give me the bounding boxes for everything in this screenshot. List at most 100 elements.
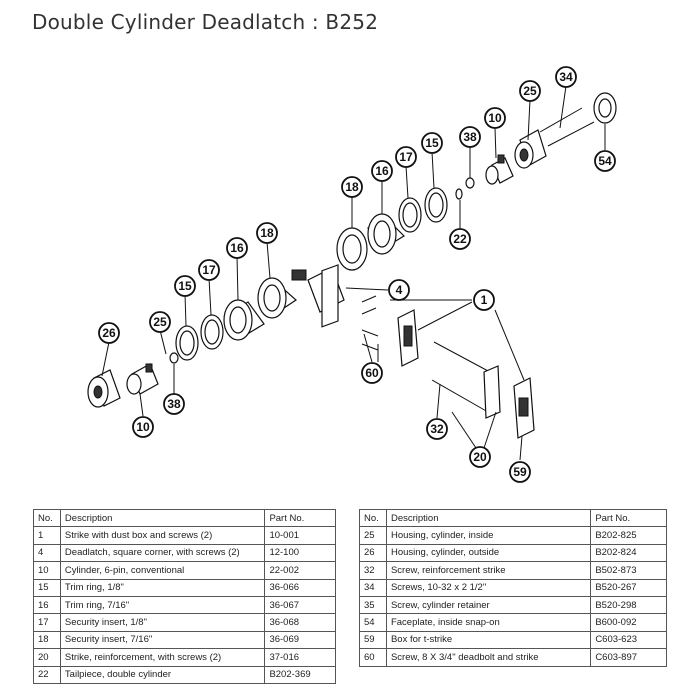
cell-part-no: B202-369: [264, 665, 336, 684]
cell-description: Deadlatch, square corner, with screws (2…: [59, 543, 266, 563]
callout-32: 32: [426, 418, 448, 440]
faceplate-54-part: [593, 92, 617, 124]
callout-10-inside: 10: [484, 107, 506, 129]
cell-description: Cylinder, 6-pin, conventional: [59, 561, 266, 580]
header-no: No.: [33, 508, 61, 528]
cylinder-10-lower-part: [126, 363, 159, 395]
housing-26-outside-part: [87, 369, 121, 408]
cell-no: 59: [359, 630, 387, 650]
trim-ring-16-lower-part: [223, 299, 265, 341]
header-part-no: Part No.: [590, 508, 667, 528]
cell-no: 4: [33, 543, 61, 563]
exploded-diagram: 34 25 10 38 54 15 17 16 18 22 18 16 17 1…: [87, 66, 617, 483]
cell-part-no: B520-267: [590, 578, 667, 597]
callout-22: 22: [449, 228, 471, 250]
cell-no: 17: [33, 613, 61, 632]
cell-no: 20: [33, 648, 61, 667]
callout-60: 60: [361, 362, 383, 384]
housing-25-inside-part: [514, 129, 547, 169]
callout-10-lower: 10: [132, 416, 154, 438]
svg-text:25: 25: [523, 84, 537, 98]
cell-description: Housing, cylinder, outside: [385, 543, 592, 563]
cell-part-no: C603-897: [590, 648, 667, 667]
header-part-no: Part No.: [264, 508, 336, 528]
trim-ring-16-upper-part: [367, 213, 405, 255]
cell-part-no: 12-100: [264, 543, 336, 563]
cell-part-no: B202-825: [590, 526, 667, 545]
cell-no: 60: [359, 648, 387, 667]
svg-text:26: 26: [102, 326, 116, 340]
cell-description: Faceplate, inside snap-on: [385, 613, 592, 632]
cell-no: 32: [359, 561, 387, 580]
callout-25-inside: 25: [519, 80, 541, 102]
header-no: No.: [359, 508, 387, 528]
svg-text:16: 16: [375, 164, 389, 178]
callout-20: 20: [469, 446, 491, 468]
cell-part-no: B502-873: [590, 561, 667, 580]
cell-description: Tailpiece, double cylinder: [59, 665, 266, 684]
cell-description: Screw, cylinder retainer: [385, 595, 592, 615]
cell-part-no: 22-002: [264, 561, 336, 580]
svg-text:15: 15: [178, 279, 192, 293]
callout-16-upper: 16: [371, 160, 393, 182]
cell-description: Screw, reinforcement strike: [385, 561, 592, 580]
deadlatch-4-part: [291, 264, 345, 328]
svg-text:22: 22: [453, 232, 467, 246]
table-header-row: No. Description Part No.: [33, 508, 336, 528]
cell-no: 16: [33, 595, 61, 615]
svg-text:20: 20: [473, 450, 487, 464]
callout-25-lower: 25: [149, 311, 171, 333]
cell-no: 34: [359, 578, 387, 597]
callout-59: 59: [509, 461, 531, 483]
svg-text:16: 16: [230, 241, 244, 255]
callout-18-upper: 18: [341, 176, 363, 198]
svg-text:60: 60: [365, 366, 379, 380]
svg-text:15: 15: [425, 136, 439, 150]
cell-description: Security insert, 7/16": [59, 630, 266, 650]
callout-18-lower: 18: [256, 222, 278, 244]
cell-part-no: 36-068: [264, 613, 336, 632]
cell-description: Housing, cylinder, inside: [385, 526, 592, 545]
header-description: Description: [59, 508, 266, 528]
cell-description: Trim ring, 1/8": [59, 578, 266, 597]
security-insert-17-lower-part: [200, 314, 224, 350]
trim-ring-15-lower-part: [175, 325, 199, 361]
svg-text:10: 10: [488, 111, 502, 125]
reinforcement-screws-32-part: [431, 341, 491, 413]
svg-text:1: 1: [481, 293, 488, 307]
strike-screws-part: [361, 295, 379, 351]
header-description: Description: [385, 508, 592, 528]
screw-34-part: [539, 107, 595, 147]
svg-text:38: 38: [167, 397, 181, 411]
svg-text:17: 17: [202, 263, 216, 277]
cell-part-no: C603-623: [590, 630, 667, 650]
svg-text:59: 59: [513, 465, 527, 479]
callout-1: 1: [473, 289, 495, 311]
security-insert-18-upper-part: [336, 227, 368, 271]
strike-1-part: [397, 309, 419, 367]
callout-38-lower: 38: [163, 393, 185, 415]
security-insert-18-lower-part: [257, 277, 297, 319]
table-header-row: No. Description Part No.: [359, 508, 667, 528]
reinforcement-strike-20-part: [483, 365, 501, 419]
cell-no: 35: [359, 595, 387, 615]
cell-description: Screws, 10-32 x 2 1/2": [385, 578, 592, 597]
callout-15-upper: 15: [421, 132, 443, 154]
callout-34: 34: [555, 66, 577, 88]
security-insert-17-upper-part: [398, 197, 422, 233]
screw-38-lower-part: [169, 352, 179, 364]
cell-part-no: B202-824: [590, 543, 667, 563]
svg-text:18: 18: [260, 226, 274, 240]
cell-part-no: B600-092: [590, 613, 667, 632]
